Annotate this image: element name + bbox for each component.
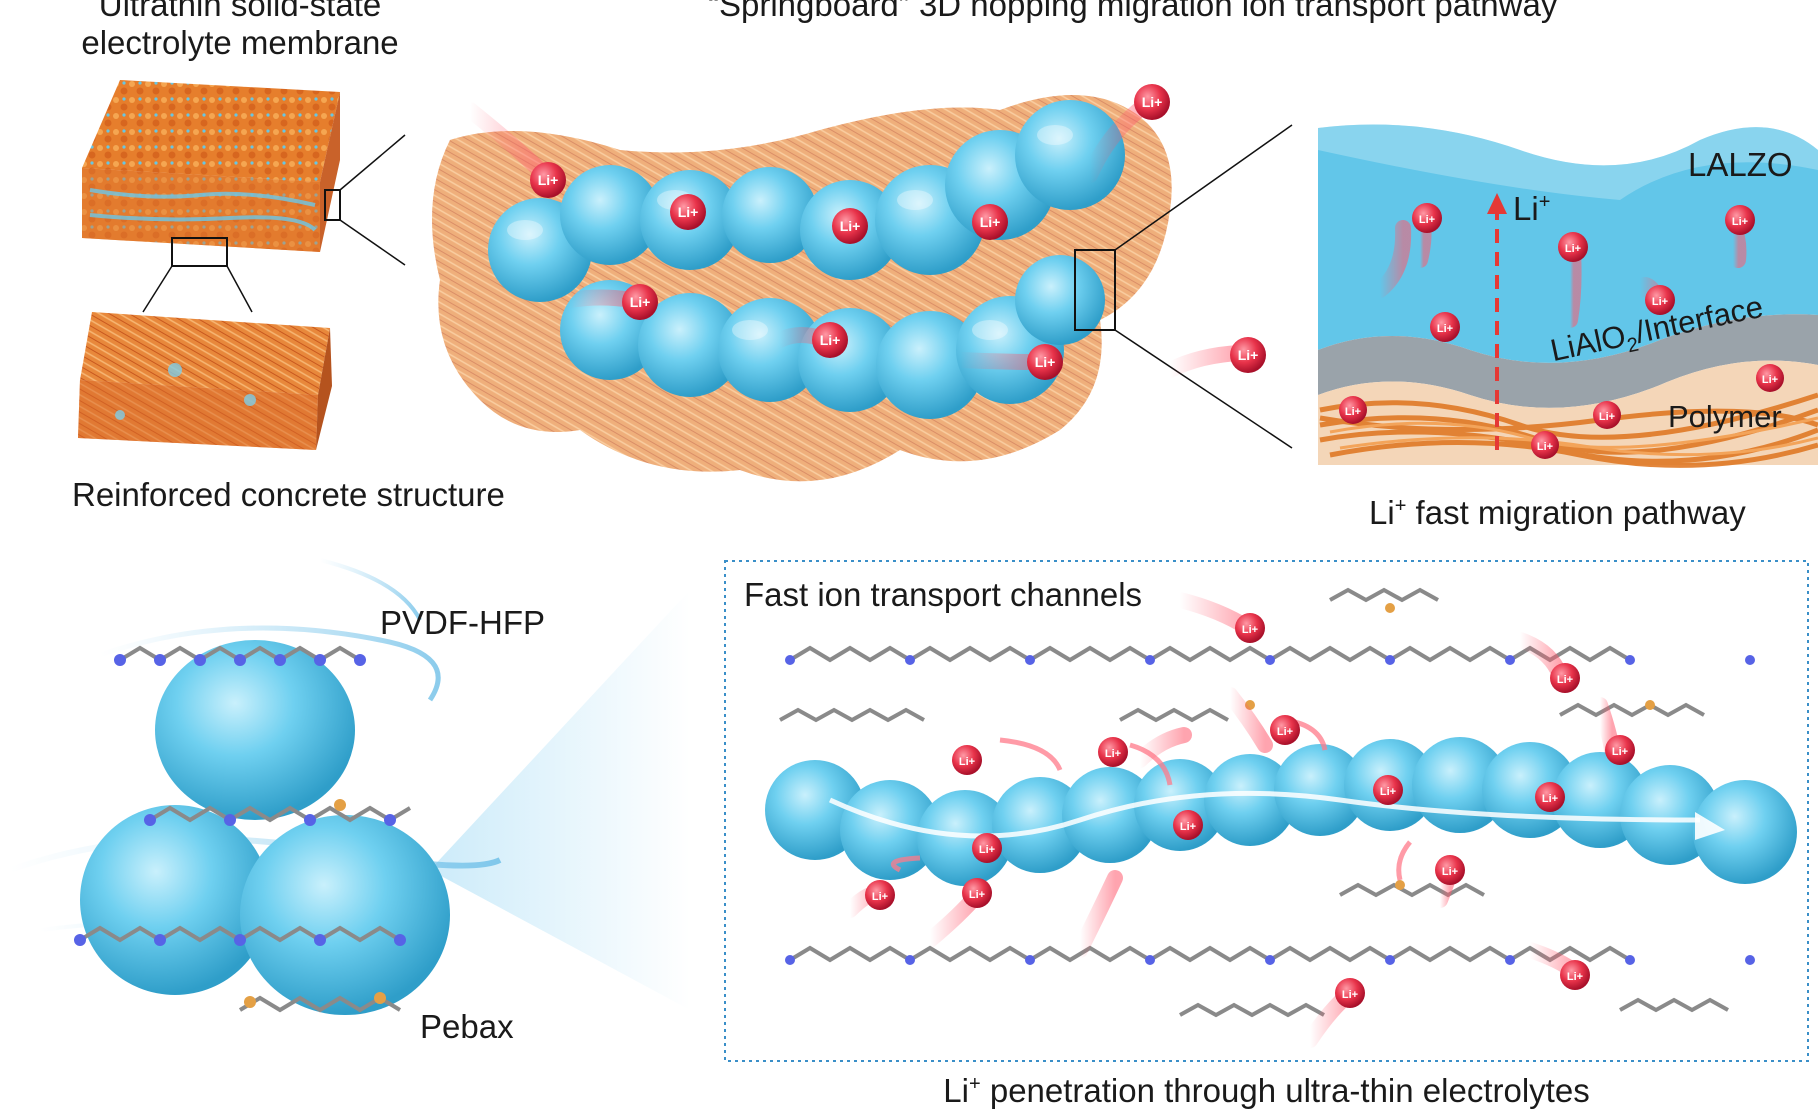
svg-text:Li+: Li+	[1342, 989, 1358, 1001]
penetration-sup: +	[968, 1073, 981, 1095]
svg-text:Li+: Li+	[1442, 866, 1458, 878]
svg-text:Li+: Li+	[1599, 411, 1615, 423]
pvdf-pebax-assembly	[8, 558, 690, 1015]
lalzo-label: LALZO	[1688, 146, 1793, 183]
penetration-caption: Li+ penetration through ultra-thin elect…	[725, 1072, 1808, 1110]
svg-text:Li+: Li+	[1612, 746, 1628, 758]
svg-text:Li+: Li+	[538, 172, 559, 188]
svg-text:Li+: Li+	[1542, 793, 1558, 805]
interface-zoom-box	[1074, 249, 1116, 331]
svg-text:Li+: Li+	[1419, 214, 1435, 226]
svg-text:Li+: Li+	[630, 294, 651, 310]
svg-text:Li+: Li+	[1180, 821, 1196, 833]
svg-text:Li+: Li+	[840, 218, 861, 234]
fast-migration-sup: +	[1394, 495, 1407, 517]
svg-text:Li+: Li+	[1035, 354, 1056, 370]
concrete-label: Reinforced concrete structure	[72, 476, 505, 513]
svg-text:Li+: Li+	[1345, 406, 1361, 418]
svg-text:Li+: Li+	[1105, 748, 1121, 760]
svg-text:Li+: Li+	[959, 756, 975, 768]
svg-text:Li+: Li+	[678, 204, 699, 220]
svg-text:Li+: Li+	[1537, 441, 1553, 453]
li-ions: Li+ Li+ Li+ Li+ Li+ Li+ Li+ Li+ Li+ Li+ …	[462, 84, 1784, 1048]
polymer-label: Polymer	[1668, 399, 1782, 434]
svg-text:Li+: Li+	[1437, 323, 1453, 335]
li-arrow-label-sup: +	[1538, 191, 1551, 213]
penetration-suffix: penetration through ultra-thin electroly…	[980, 1072, 1590, 1109]
svg-text:Li+: Li+	[872, 891, 888, 903]
pvdf-label: PVDF-HFP	[380, 604, 545, 641]
concrete-block	[78, 312, 332, 450]
channels-label: Fast ion transport channels	[744, 576, 1143, 613]
li-arrow-label: Li+	[1513, 190, 1550, 228]
svg-text:Li+: Li+	[1277, 726, 1293, 738]
svg-text:Li+: Li+	[820, 332, 841, 348]
svg-text:Li+: Li+	[980, 214, 1001, 230]
springboard-structure	[432, 95, 1293, 482]
membrane-title-line1: Ultrathin solid-state	[98, 0, 382, 23]
penetration-prefix: Li	[943, 1072, 969, 1109]
zoom-box-side	[324, 189, 341, 221]
zoom-box-front	[171, 237, 228, 267]
fast-migration-suffix: fast migration pathway	[1406, 494, 1746, 531]
fast-migration-prefix: Li	[1369, 494, 1395, 531]
li-arrow-label-base: Li	[1513, 190, 1539, 227]
svg-text:Li+: Li+	[1142, 94, 1163, 110]
membrane-block	[82, 80, 406, 313]
svg-text:Li+: Li+	[1565, 243, 1581, 255]
svg-text:Li+: Li+	[1238, 347, 1259, 363]
ion-channel-beads	[765, 737, 1797, 886]
membrane-title-line2: electrolyte membrane	[81, 24, 399, 61]
svg-text:Li+: Li+	[1732, 216, 1748, 228]
svg-text:Li+: Li+	[969, 889, 985, 901]
svg-text:Li+: Li+	[1557, 674, 1573, 686]
membrane-title: Ultrathin solid-state electrolyte membra…	[50, 0, 430, 62]
pebax-label: Pebax	[420, 1008, 514, 1045]
svg-text:Li+: Li+	[1567, 971, 1583, 983]
svg-text:Li+: Li+	[1242, 624, 1258, 636]
svg-text:Li+: Li+	[1380, 786, 1396, 798]
svg-text:Li+: Li+	[1762, 374, 1778, 386]
fast-migration-caption: Li+ fast migration pathway	[1369, 494, 1746, 532]
pathway-title: “Springboard” 3D hopping migration ion t…	[708, 0, 1558, 23]
svg-text:Li+: Li+	[979, 844, 995, 856]
channels-panel-frame	[724, 560, 1809, 1062]
svg-text:Li+: Li+	[1652, 296, 1668, 308]
